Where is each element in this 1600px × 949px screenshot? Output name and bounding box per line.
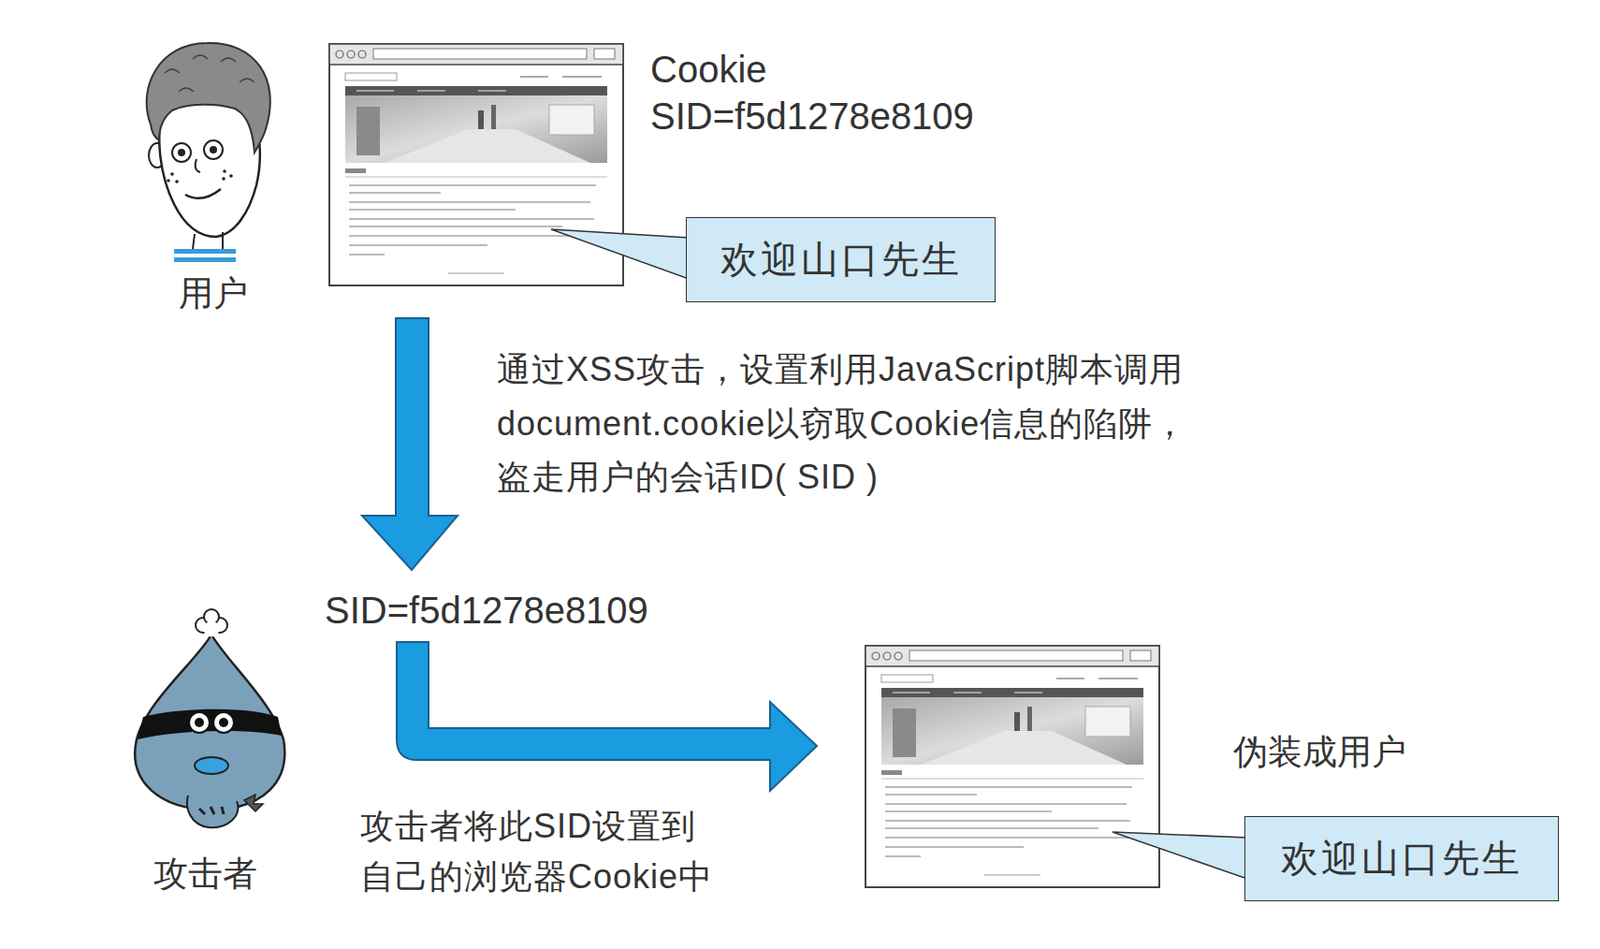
illustration-part	[134, 634, 285, 810]
illustration-part	[174, 257, 236, 262]
illustration-part	[166, 178, 171, 183]
illustration-part	[229, 174, 233, 178]
illustration-part	[174, 253, 236, 258]
user-browser	[329, 43, 624, 286]
illustration-part	[187, 795, 238, 828]
illustration-part	[170, 172, 175, 176]
illustration-part	[137, 709, 282, 740]
illustration-part	[244, 794, 263, 812]
illustration-part	[194, 756, 229, 774]
callout-box: 欢迎山口先生	[685, 217, 996, 303]
callout-text: 欢迎山口先生	[1280, 832, 1523, 885]
illustration-part	[174, 179, 179, 184]
illustration-part	[222, 169, 227, 174]
illustration-part	[159, 100, 261, 237]
illustration-part	[221, 176, 226, 181]
illustration-part	[203, 621, 219, 637]
illustration-part	[172, 143, 191, 162]
illustration-part	[203, 140, 223, 160]
illustration-part	[189, 712, 210, 733]
step-note: 通过XSS攻击，设置利用JavaScript脚本调用 document.cook…	[496, 342, 1433, 505]
illustration-part	[177, 148, 186, 157]
user-figure	[146, 43, 271, 262]
illustration-part	[164, 55, 255, 92]
figure-label: 用户	[178, 273, 248, 315]
step-note: 攻击者将此SID设置到 自己的浏览器Cookie中	[360, 800, 800, 902]
illustration-part	[195, 159, 201, 173]
callout-box: 欢迎山口先生	[1244, 815, 1559, 902]
illustration-part	[209, 145, 218, 154]
callout-text: 欢迎山口先生	[720, 233, 962, 286]
role-note: 伪装成用户	[1233, 731, 1407, 773]
illustration-part	[199, 806, 224, 815]
illustration-part	[192, 233, 195, 249]
illustration-part	[218, 717, 229, 728]
figure-label: 攻击者	[153, 853, 258, 895]
illustration-part	[221, 232, 224, 249]
session-id: SID=f5d1278e8109	[324, 587, 649, 633]
illustration-part	[174, 248, 236, 254]
cookie-heading: Cookie	[650, 46, 768, 92]
illustration-part	[146, 43, 271, 153]
illustration-part	[194, 717, 204, 728]
illustration-part	[185, 189, 221, 199]
flow-arrow	[362, 318, 458, 570]
flow-arrow	[396, 641, 817, 791]
attacker-browser	[865, 645, 1160, 888]
attacker-figure	[134, 609, 285, 828]
illustration-part	[213, 712, 234, 733]
callout-tail	[551, 229, 689, 279]
session-id: SID=f5d1278e8109	[650, 93, 975, 139]
callout-tail	[1112, 831, 1248, 879]
